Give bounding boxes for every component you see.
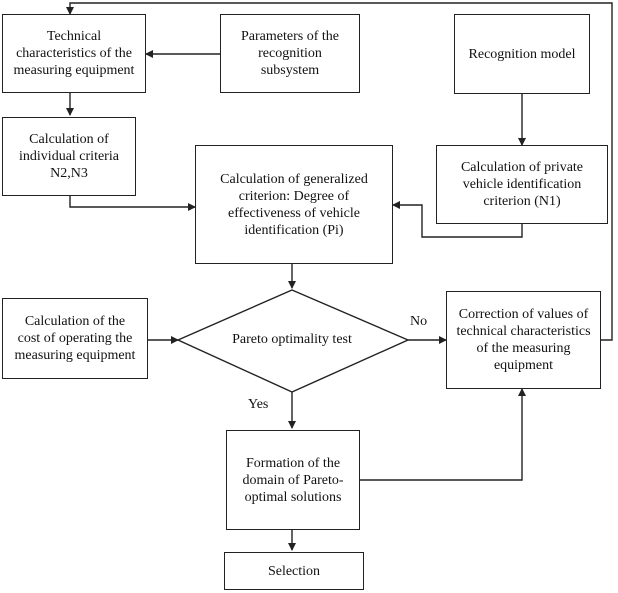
pareto-domain-box: Formation of the domain of Pareto- optim… xyxy=(226,430,360,530)
pareto-test-label: Pareto optimality test xyxy=(232,332,352,347)
correction-box: Correction of values of technical charac… xyxy=(446,291,601,389)
no-branch-label: No xyxy=(410,314,428,329)
domain-to-correction-arrow xyxy=(360,388,526,481)
operating-cost-box: Calculation of the cost of operating the… xyxy=(2,298,148,379)
pareto-decision-diamond xyxy=(176,289,410,393)
individual-criteria-box: Calculation of individual criteria N2,N3 xyxy=(2,117,136,196)
generalized-criterion-box: Calculation of generalized criterion: De… xyxy=(195,145,393,264)
recognition-parameters-box: Parameters of the recognition subsystem xyxy=(220,14,360,93)
feedback-loop-arrow xyxy=(66,2,613,341)
private-criterion-box: Calculation of private vehicle identific… xyxy=(436,145,608,224)
recognition-model-box: Recognition model xyxy=(454,14,590,94)
individual-to-generalized-arrow xyxy=(69,196,196,211)
yes-branch-label: Yes xyxy=(248,397,269,412)
private-to-generalized-arrow xyxy=(392,201,523,238)
technical-characteristics-box: Technical characteristics of the measuri… xyxy=(2,14,146,93)
selection-box: Selection xyxy=(224,552,364,590)
